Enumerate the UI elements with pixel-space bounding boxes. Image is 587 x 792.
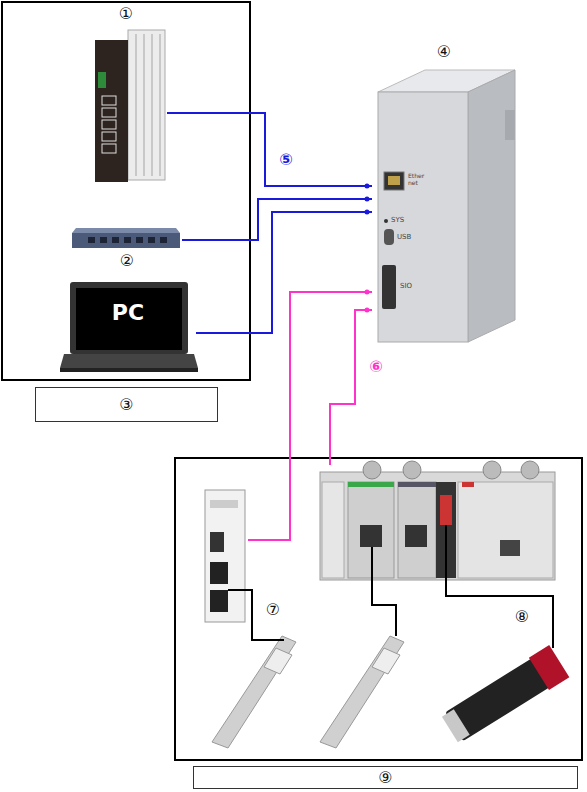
amp-panel	[210, 500, 238, 508]
laptop-edge	[60, 368, 198, 372]
servo-amplifier-icon	[205, 490, 245, 622]
port	[102, 144, 116, 153]
cable	[330, 310, 372, 465]
converter-icon	[378, 70, 515, 342]
switch-fins	[128, 30, 165, 180]
port	[102, 120, 116, 129]
device-node: ⑧	[320, 465, 556, 582]
motor-cable	[446, 525, 553, 648]
switch-icon	[95, 30, 165, 182]
amp-body	[205, 490, 245, 622]
port-label: SIO	[400, 283, 424, 291]
amp-connector	[210, 562, 228, 584]
fan	[521, 461, 539, 479]
laptop-icon	[60, 282, 198, 372]
sio-port	[382, 265, 396, 309]
callout-number: ⑤	[274, 150, 298, 169]
hub-icon	[72, 228, 180, 248]
group-frame	[175, 458, 582, 760]
device-node: ④	[372, 42, 516, 342]
module-strip	[348, 482, 394, 487]
switch-front	[95, 40, 128, 182]
callout-number: ③	[36, 395, 217, 414]
rod-motor	[529, 645, 569, 690]
motor-cable	[372, 547, 396, 636]
rod-end	[442, 709, 470, 742]
hub-front	[72, 233, 180, 248]
hub-ports	[88, 237, 167, 243]
device-side	[468, 70, 515, 342]
group-frame	[2, 2, 250, 380]
motor-cable	[228, 590, 284, 640]
label-box: ⑨	[193, 766, 578, 789]
usb-port	[384, 229, 394, 245]
port	[102, 132, 116, 141]
callout-number: ⑧	[510, 607, 534, 626]
ctrl-port	[405, 525, 427, 547]
actuator-slider	[264, 648, 292, 674]
port-label: SYS	[391, 217, 415, 225]
callout-number: ④	[372, 42, 516, 61]
module-strip	[440, 495, 452, 525]
hub-top	[72, 228, 180, 233]
port	[102, 108, 116, 117]
callout-number: ⑨	[194, 768, 577, 787]
callout-number: ②	[72, 251, 182, 270]
connector-dot	[365, 290, 370, 295]
cable	[196, 212, 372, 333]
device-front	[378, 92, 468, 342]
device-node: ②	[72, 225, 182, 273]
connector-dot	[365, 308, 370, 313]
cable	[182, 199, 372, 240]
module-strip	[398, 482, 436, 487]
laptop-base	[60, 354, 198, 368]
connector-dot	[365, 210, 370, 215]
label-box: ③	[35, 387, 218, 422]
callout-number: ⑥	[364, 357, 388, 376]
module	[398, 482, 436, 578]
callout-number: PC	[68, 300, 188, 326]
device-node: ⑦	[205, 488, 248, 623]
fin-lines	[136, 34, 160, 176]
sys-led	[384, 219, 388, 223]
terminal	[98, 72, 106, 88]
port	[102, 96, 116, 105]
linear-actuator	[212, 636, 296, 748]
device-node: PC	[60, 280, 196, 374]
ethernet-jack	[388, 176, 400, 185]
fan	[403, 461, 421, 479]
module	[322, 482, 344, 578]
din-clip	[505, 110, 515, 140]
amp-connector	[210, 532, 224, 552]
module-strip	[462, 482, 474, 487]
connector-dot	[365, 197, 370, 202]
port-label: Ether net	[408, 173, 430, 186]
module	[458, 482, 553, 578]
controller-icon	[320, 461, 555, 580]
ctrl-body	[320, 472, 555, 580]
fan	[483, 461, 501, 479]
actuator-slider	[372, 648, 400, 674]
connector-dot	[365, 184, 370, 189]
linear-actuator	[320, 636, 404, 748]
port-label: USB	[397, 234, 421, 242]
cable	[248, 292, 372, 540]
fan	[363, 461, 381, 479]
callout-number: ⑦	[261, 600, 285, 619]
device-node: ①	[85, 4, 167, 186]
cable	[167, 113, 372, 186]
amp-connector	[210, 590, 228, 612]
ctrl-port	[360, 525, 382, 547]
ethernet-port	[384, 172, 404, 190]
rod-actuator	[440, 645, 570, 746]
callout-number: ①	[85, 4, 167, 23]
ctrl-port	[500, 540, 520, 556]
